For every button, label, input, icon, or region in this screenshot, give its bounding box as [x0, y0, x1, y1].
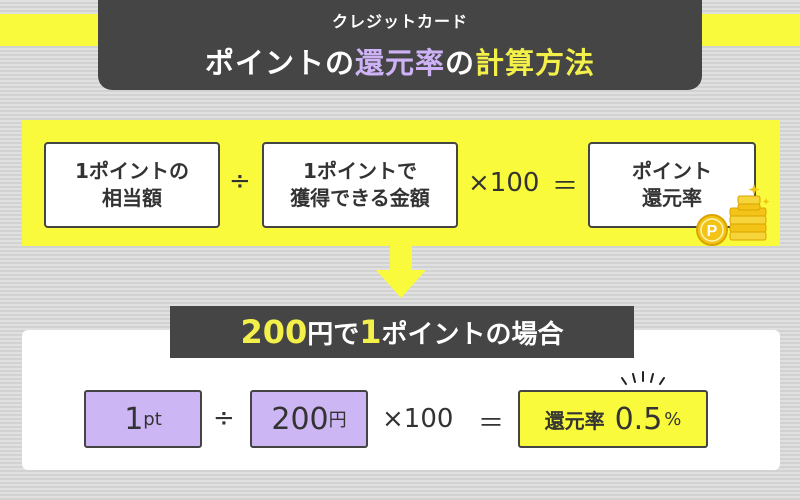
example-divide-sign: ÷ — [213, 403, 235, 433]
banner-text-2: ポイントの場合 — [381, 319, 564, 350]
title-highlight-rate: 還元率 — [354, 46, 445, 80]
result-value: 0.5 — [614, 401, 663, 437]
title-highlight-method: 計算方法 — [475, 46, 596, 80]
box3-line2: 還元率 — [642, 186, 702, 210]
box1-line2: 相当額 — [101, 186, 162, 210]
formula-box-spend-amount: 1ポイントで 獲得できる金額 — [262, 142, 458, 228]
example-equals-sign: ＝ — [478, 409, 505, 439]
box2-line1: 1ポイントで — [303, 159, 417, 183]
banner-text-1: 円で — [307, 319, 360, 350]
example-amount-unit: 円 — [328, 410, 347, 431]
formula-equals-sign: ＝ — [552, 172, 579, 202]
header-title: ポイントの還元率の計算方法 — [98, 40, 702, 82]
banner-amount: 200 — [240, 313, 308, 351]
formula-divide-sign: ÷ — [229, 166, 251, 196]
example-result-box: 還元率 0.5% — [518, 390, 708, 448]
title-part-1: ポイントの — [204, 46, 355, 80]
arrow-down-icon — [376, 246, 426, 298]
box1-line1: 1ポイントの — [75, 159, 189, 183]
result-unit: % — [664, 408, 682, 430]
coin-stack-icon: P — [696, 184, 770, 246]
sparkle-icon — [621, 371, 665, 385]
banner-point-count: 1 — [359, 313, 382, 351]
box3-line1: ポイント — [632, 159, 712, 183]
formula-times-100: ×100 — [468, 168, 540, 198]
header-subtitle: クレジットカード — [331, 12, 468, 31]
formula-box-return-rate: ポイント 還元率 — [588, 142, 756, 228]
example-points-unit: pt — [143, 408, 162, 430]
example-points-value: 1 — [124, 401, 144, 437]
example-times-100: ×100 — [382, 404, 454, 434]
coin-letter: P — [707, 223, 718, 240]
header-banner: クレジットカード ポイントの還元率の計算方法 — [98, 0, 702, 90]
formula-box-point-value: 1ポイントの 相当額 — [44, 142, 220, 228]
box2-line2: 獲得できる金額 — [290, 186, 430, 210]
result-label: 還元率 — [544, 408, 605, 433]
example-amount-value: 200 — [271, 401, 329, 437]
title-part-3: の — [445, 46, 476, 80]
